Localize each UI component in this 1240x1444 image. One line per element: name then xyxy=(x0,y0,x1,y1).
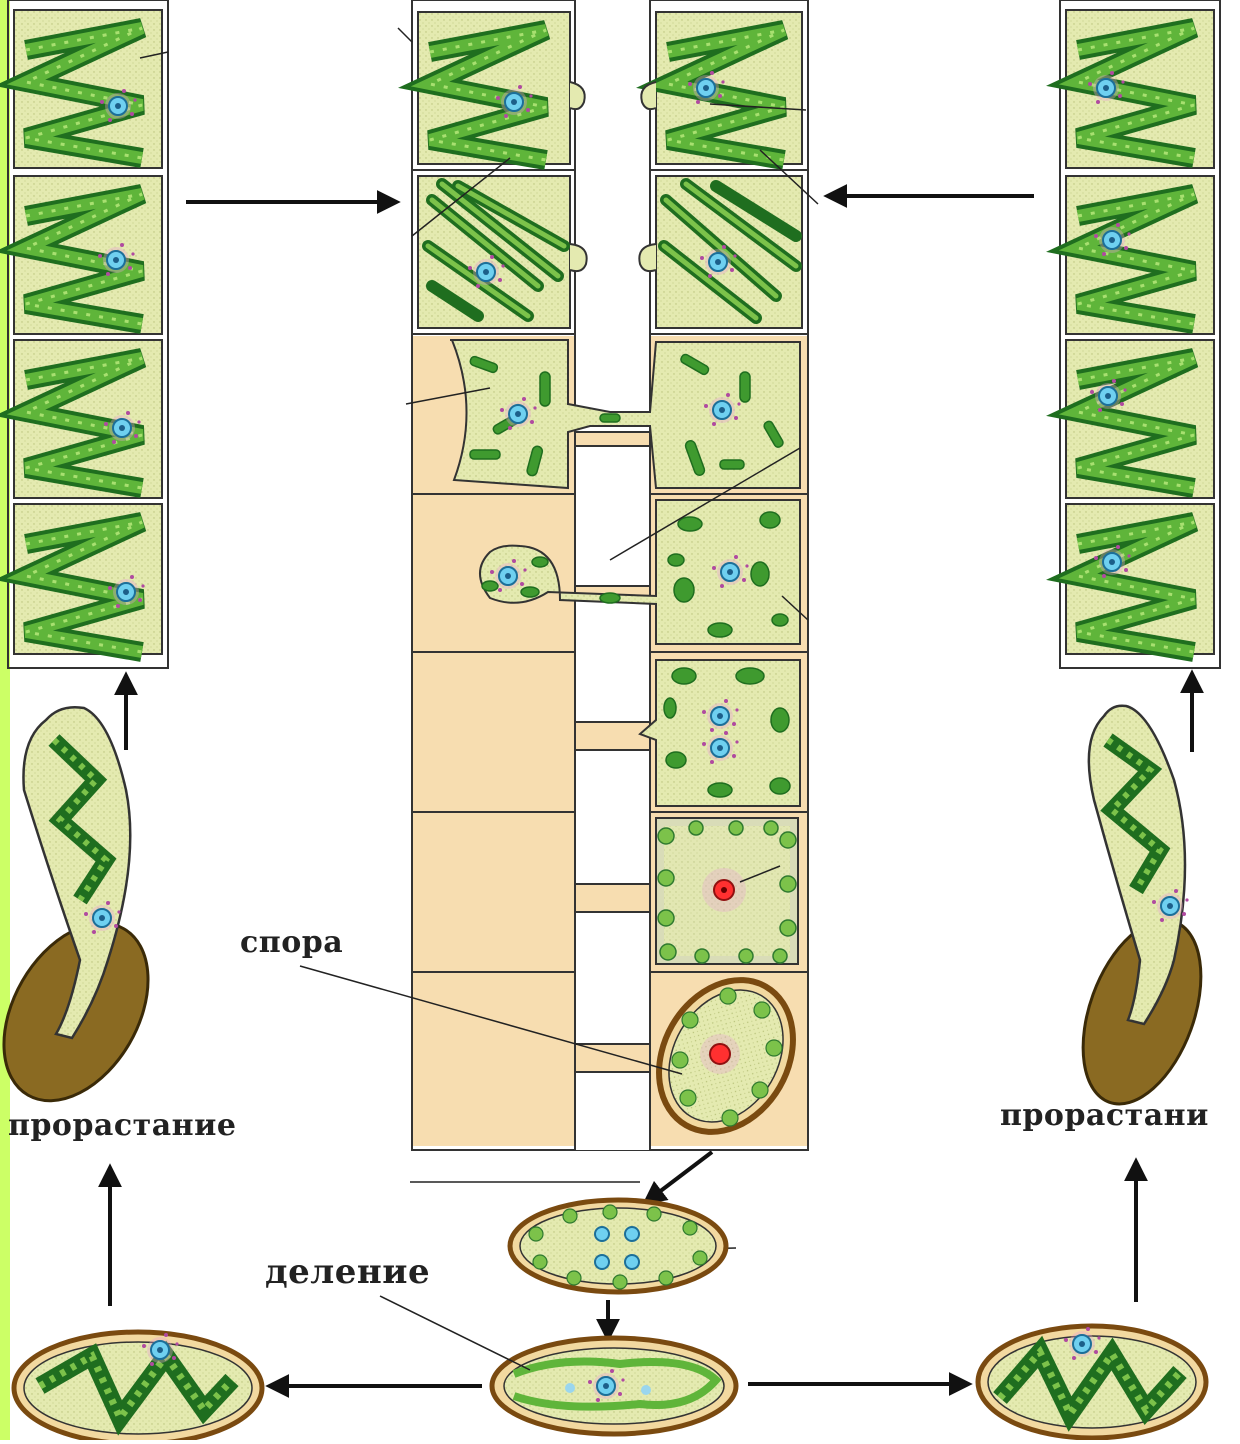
conjugation-ladder xyxy=(412,0,820,1156)
young-cell-right xyxy=(978,1326,1206,1438)
division-zygote xyxy=(380,1296,736,1434)
germination-label-right: прорастани xyxy=(1000,1098,1209,1133)
division-label: деление xyxy=(265,1252,430,1292)
spore-label: спора xyxy=(240,925,343,960)
young-cell-left xyxy=(14,1332,262,1440)
left-filament xyxy=(8,0,168,668)
germination-label-left: прорастание xyxy=(8,1108,236,1143)
meiosis-zygote xyxy=(510,1200,726,1292)
germling-left xyxy=(0,707,178,1126)
right-filament xyxy=(1060,0,1220,668)
germling-right xyxy=(1060,706,1223,1120)
